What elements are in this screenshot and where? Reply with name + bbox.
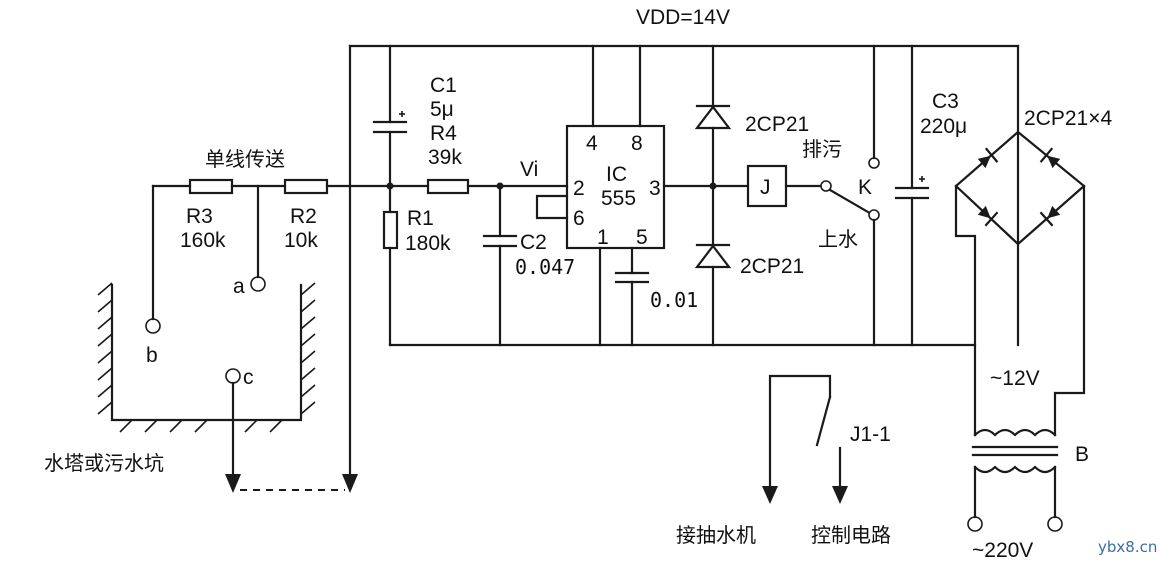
vdd-label: VDD=14V [636,6,730,29]
c3-value: 220μ [920,115,967,138]
diode-bottom [694,184,732,347]
ic-555 [535,44,750,347]
tank-label: 水塔或污水坑 [44,451,164,475]
transformer-b [967,428,1063,532]
capacitor-c3 [894,44,930,347]
r2-value: 10k [284,229,318,252]
ic-name: IC [606,163,627,186]
ic-pin3: 3 [649,177,661,200]
probe-a-label: a [233,275,245,298]
probe-a [250,184,266,292]
pump-label: 接抽水机 [676,523,756,547]
ic-pin8: 8 [631,132,643,155]
drain-label: 排污 [802,137,842,161]
r1-value: 180k [405,232,451,255]
relay-label: J [760,176,771,199]
diode-bottom-label: 2CP21 [740,255,804,278]
r3-name: R3 [186,205,213,228]
ic-pin2: 2 [573,177,585,200]
control-label: 控制电路 [811,523,891,547]
ic-pin4: 4 [586,132,598,155]
c1-value: 5μ [430,98,454,121]
switch-pivot [820,180,832,192]
ic-pin5: 5 [636,226,648,249]
probe-b [145,184,192,334]
ground-wire-left [342,44,358,493]
resistor-r4 [426,178,470,195]
c2-name: C2 [520,231,547,254]
diode-top-label: 2CP21 [745,113,809,136]
probe-b-label: b [146,344,158,367]
resistor-r2 [283,178,329,195]
c3-name: C3 [932,90,959,113]
r1-name: R1 [407,207,434,230]
c1-name: C1 [430,74,457,97]
bridge-label: 2CP21×4 [1024,107,1112,130]
probe-c [225,368,345,493]
diode-top [694,44,732,190]
water-tank [97,282,316,433]
relay-contact-label: J1-1 [850,423,891,446]
ic-part: 555 [601,187,636,210]
switch-contact-fill [868,209,880,221]
c2-value: 0.047 [515,255,575,279]
probe-c-label: c [243,366,254,389]
ic-pin1: 1 [597,226,609,249]
ac12-label: ~12V [990,367,1040,390]
vi-label: Vi [520,158,538,181]
capacitor-c2 [482,184,518,347]
fill-label: 上水 [818,227,858,251]
capacitor-c1 [372,44,408,190]
switch-contact-drain [868,157,880,169]
watermark: ybx8.cn [1098,538,1157,556]
r4-name: R4 [430,122,457,145]
single-line-label: 单线传送 [205,147,285,171]
bridge-rectifier [954,130,1086,437]
switch-k-label: K [858,176,872,199]
vdd-rail [348,44,1020,347]
ac220-label: ~220V [972,539,1033,562]
resistor-r1 [382,184,399,347]
c5-value: 0.01 [650,288,698,312]
relay-contact-j1 [762,374,848,504]
ic-pin6: 6 [573,207,585,230]
switch-k-blade [828,188,870,214]
r4-value: 39k [428,146,462,169]
resistor-r3 [188,178,234,195]
r2-name: R2 [290,205,317,228]
r3-value: 160k [180,229,226,252]
transformer-label: B [1075,443,1089,466]
